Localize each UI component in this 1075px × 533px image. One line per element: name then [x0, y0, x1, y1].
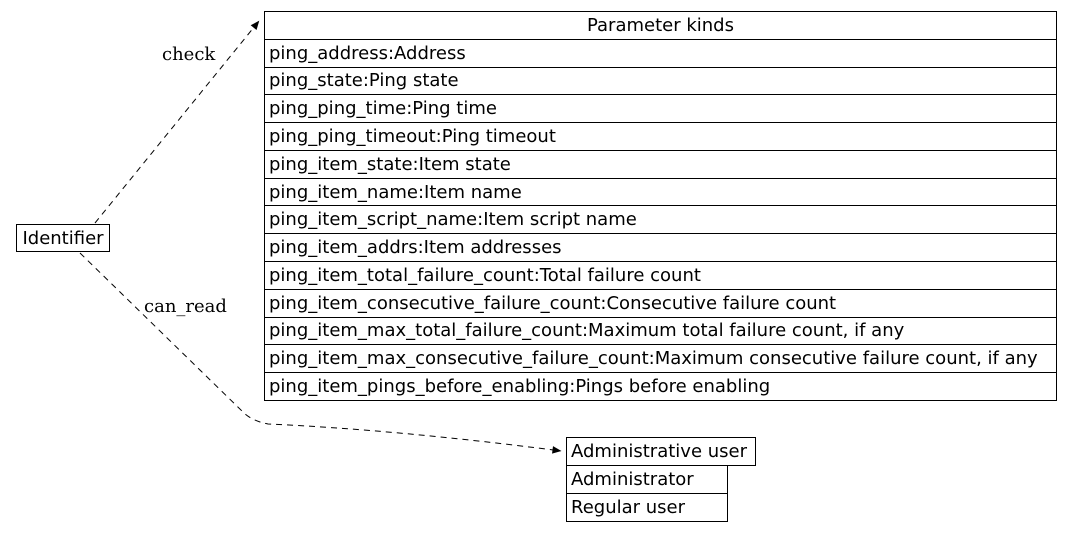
- admin-user-table-title: Administrative user: [566, 437, 756, 466]
- edge-label-check: check: [162, 44, 216, 65]
- table-row: ping_item_state:Item state: [264, 149, 1057, 179]
- parameter-kinds-table-title: Parameter kinds: [264, 11, 1057, 40]
- table-row: ping_item_max_total_failure_count:Maximu…: [264, 316, 1057, 346]
- table-row: ping_item_pings_before_enabling:Pings be…: [264, 372, 1057, 401]
- admin-user-table-row: Administrator: [566, 465, 728, 494]
- table-row: ping_item_max_consecutive_failure_count:…: [264, 344, 1057, 374]
- table-row: ping_ping_time:Ping time: [264, 94, 1057, 124]
- edge-can-read-line: [79, 252, 562, 454]
- table-row: ping_ping_timeout:Ping timeout: [264, 122, 1057, 151]
- identifier-node: Identifier: [16, 224, 110, 252]
- admin-user-table-row: Regular user: [566, 493, 728, 522]
- table-row: ping_item_consecutive_failure_count:Cons…: [264, 288, 1057, 318]
- table-row: ping_item_script_name:Item script name: [264, 205, 1057, 235]
- identifier-node-label: Identifier: [22, 227, 104, 249]
- table-row: ping_item_name:Item name: [264, 177, 1057, 207]
- edge-label-can-read: can_read: [144, 296, 227, 317]
- table-row: ping_state:Ping state: [264, 66, 1057, 96]
- table-row: ping_item_addrs:Item addresses: [264, 233, 1057, 263]
- table-row: ping_address:Address: [264, 38, 1057, 68]
- parameter-kinds-table: Parameter kinds ping_address:Address pin…: [264, 11, 1057, 401]
- table-row: ping_item_total_failure_count:Total fail…: [264, 261, 1057, 290]
